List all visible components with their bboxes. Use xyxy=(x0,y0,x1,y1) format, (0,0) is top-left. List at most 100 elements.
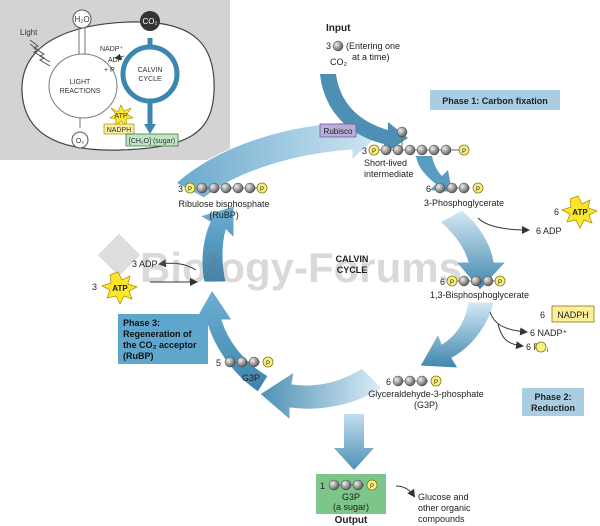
intermediate-label-1: Short-lived xyxy=(364,158,407,168)
output-carbon xyxy=(352,479,364,491)
g3p-regen-phosphate xyxy=(262,356,274,368)
chloroplast-inset: H₂O CO₂ Light NADP⁺ ADP + P LIGHT REACTI… xyxy=(0,0,230,160)
arrow-output xyxy=(334,414,374,470)
phosphate-label: P xyxy=(188,187,192,193)
nadph-in-pi: 6 P xyxy=(526,342,540,352)
inset-sugar-label: [CH₂O] (sugar) xyxy=(129,138,175,145)
g3p-main-carbon xyxy=(404,375,416,387)
phase3-line-4: (RuBP) xyxy=(123,351,154,361)
phosphate-label: P xyxy=(266,361,270,367)
g3p-regen-carbon xyxy=(236,356,248,368)
output-label-1: G3P xyxy=(342,492,360,502)
atp-regen-icon xyxy=(101,271,138,305)
pi-release-arrow xyxy=(497,323,524,350)
atp-in-icon xyxy=(561,195,598,229)
output-result-2: other organic xyxy=(418,503,471,513)
pi-circle xyxy=(535,341,547,353)
phosphate-label: P xyxy=(450,280,454,286)
phosphate-label: P xyxy=(372,149,376,155)
pga-label: 3-Phosphoglycerate xyxy=(424,198,504,208)
nadph-in-nadp: 6 NADP⁺ xyxy=(530,328,568,338)
pga-molecule: 6 P xyxy=(426,182,484,194)
input-heading: Input xyxy=(326,23,351,34)
output-result-3: compounds xyxy=(418,514,465,524)
cycle-center-line-1: CALVIN xyxy=(336,254,369,264)
bpg-label: 1,3-Bisphosphoglycerate xyxy=(430,290,529,300)
watermark-text: Biology-Forums xyxy=(140,244,462,291)
g3p-regen-molecule: 5 P xyxy=(216,356,274,368)
inset-pi-label: + P xyxy=(104,67,115,74)
intermediate-count: 3 xyxy=(362,146,367,156)
intermediate-carbon xyxy=(380,144,392,156)
phosphate-label: P xyxy=(498,280,502,286)
atp-in-label: ATP xyxy=(572,208,588,217)
nadph-in-badge xyxy=(551,305,595,323)
pga-carbon xyxy=(446,182,458,194)
output-phosphate xyxy=(366,479,378,491)
bpg-phosphate-right xyxy=(494,275,506,287)
inset-light-reactions-2: REACTIONS xyxy=(60,88,101,95)
bpg-molecule: 6 P P xyxy=(440,275,506,287)
g3p-main-label-2: (G3P) xyxy=(414,400,438,410)
intermediate-carbon xyxy=(428,144,440,156)
phase1-label: Phase 1: Carbon fixation xyxy=(442,96,548,106)
rubp-carbon xyxy=(232,182,244,194)
nadph-in-count: 6 xyxy=(540,310,545,320)
phosphate-label: P xyxy=(462,149,466,155)
g3p-main-carbon xyxy=(392,375,404,387)
output-heading: Output xyxy=(335,515,368,526)
intermediate-label-2: intermediate xyxy=(364,169,414,179)
output-label-2: (a sugar) xyxy=(333,502,369,512)
h2o-label: H₂O xyxy=(74,15,89,24)
intermediate-phosphate-left xyxy=(368,144,380,156)
atp-regen-count: 3 xyxy=(92,282,97,292)
g3p-main-carbon xyxy=(416,375,428,387)
bpg-phosphate-left xyxy=(446,275,458,287)
atp-regen-label: ATP xyxy=(112,284,128,293)
output-carbon xyxy=(340,479,352,491)
output-product-arrow xyxy=(395,485,416,498)
input-note-2: at a time) xyxy=(352,52,390,62)
g3p-main-phosphate xyxy=(430,375,442,387)
phase2-line-1: Phase 2: xyxy=(534,392,571,402)
intermediate-phosphate-right xyxy=(458,144,470,156)
input-note-1: (Entering one xyxy=(346,41,400,51)
arrow-co2-input xyxy=(320,74,408,154)
bpg-carbon xyxy=(470,275,482,287)
arrow-regeneration-left-upper xyxy=(198,205,235,283)
atp-consumption-arrow xyxy=(477,217,530,234)
o2-badge xyxy=(71,131,89,149)
g3p-main-count: 6 xyxy=(386,377,391,387)
rubp-carbon xyxy=(220,182,232,194)
phosphate-label: P xyxy=(370,484,374,490)
rubp-molecule: 3 P P xyxy=(178,182,268,194)
rubp-carbon xyxy=(244,182,256,194)
intermediate-carbon xyxy=(440,144,452,156)
output-carbon xyxy=(328,479,340,491)
inset-nadph-label: NADPH xyxy=(107,127,132,134)
intermediate-carbon xyxy=(404,144,416,156)
input-co2: CO₂ xyxy=(330,57,348,67)
bpg-carbon xyxy=(458,275,470,287)
pga-carbon xyxy=(458,182,470,194)
co2-badge xyxy=(140,11,160,31)
atp-in-count: 6 xyxy=(554,207,559,217)
phase3-line-3: the CO₂ acceptor xyxy=(123,340,197,350)
inset-calvin-1: CALVIN xyxy=(138,67,163,74)
phosphate-label: P xyxy=(476,187,480,193)
o2-label: O₂ xyxy=(76,138,84,145)
adp-release-arrow xyxy=(158,259,197,271)
bpg-carbon xyxy=(482,275,494,287)
atp-in-adp: 6 ADP xyxy=(536,226,562,236)
arrow-regeneration-bottom xyxy=(259,367,383,422)
intermediate-carbon xyxy=(416,144,428,156)
inset-light-reactions-1: LIGHT xyxy=(70,79,91,86)
intermediate-molecule: 3 P P xyxy=(362,126,470,156)
inset-atp-label: ATP xyxy=(114,113,127,120)
g3p-regen-carbon xyxy=(224,356,236,368)
arrow-reduction-1 xyxy=(439,209,508,291)
arrow-to-3pga xyxy=(416,156,452,192)
rubp-phosphate-left xyxy=(184,182,196,194)
g3p-main-label-1: Glyceraldehyde-3-phosphate xyxy=(368,389,484,399)
